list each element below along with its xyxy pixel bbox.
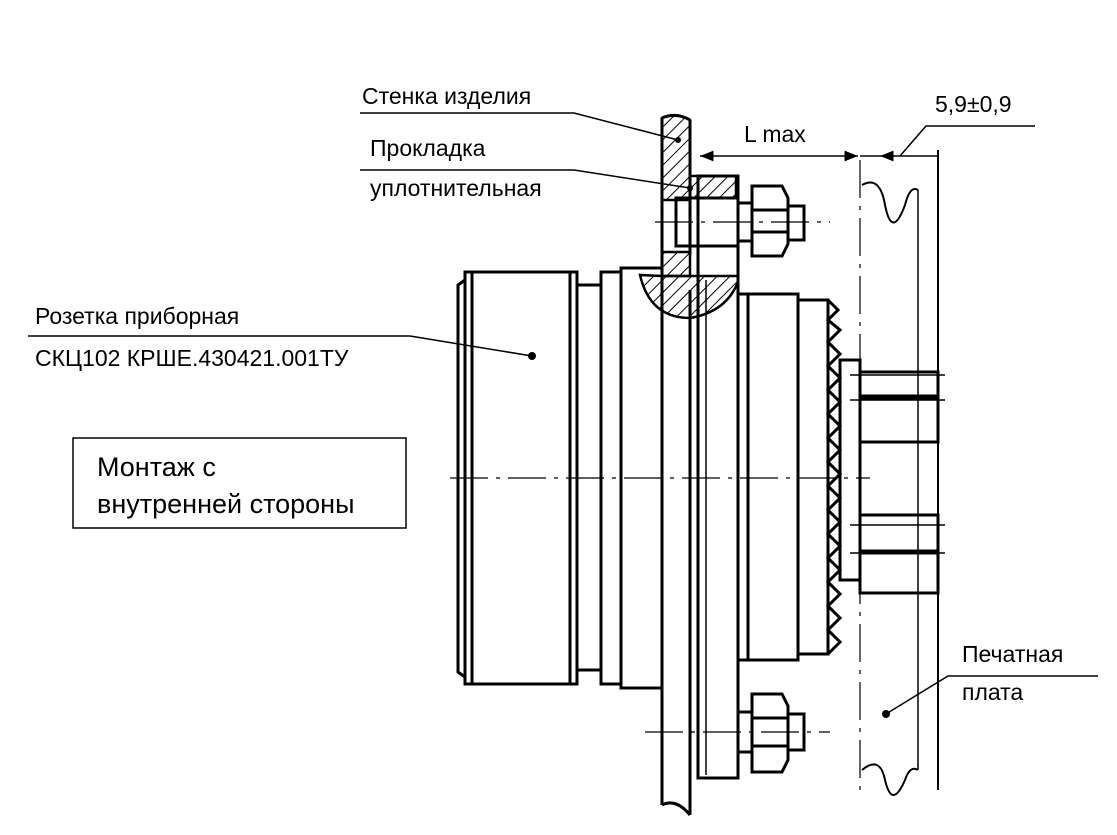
dimension-tolerance: 5,9±0,9 [935,91,1012,117]
gasket-label-2: уплотнительная [370,175,542,201]
socket-rear [736,292,862,662]
bolt-top [674,184,806,258]
mount-note-line-1: Монтаж с [97,452,216,482]
bolt-bottom [736,692,806,774]
wall-label: Стенка изделия [362,83,531,109]
connector-flange [696,174,740,780]
dimensions [700,125,1035,162]
leaders [28,112,1098,718]
centerlines [450,221,870,733]
pcb-label-1: Печатная [962,641,1063,667]
dimension-lmax: L max [744,121,806,147]
mount-note-box [72,437,407,529]
socket-label-2: СКЦ102 КРШЕ.430421.001ТУ [35,345,349,371]
mount-note-line-2: внутренней стороны [97,489,355,519]
pcb [859,150,939,796]
connector-pins [850,370,945,595]
socket-label-1: Розетка приборная [35,303,239,329]
gasket-label-1: Прокладка [370,135,486,161]
pcb-label-2: плата [962,679,1023,705]
